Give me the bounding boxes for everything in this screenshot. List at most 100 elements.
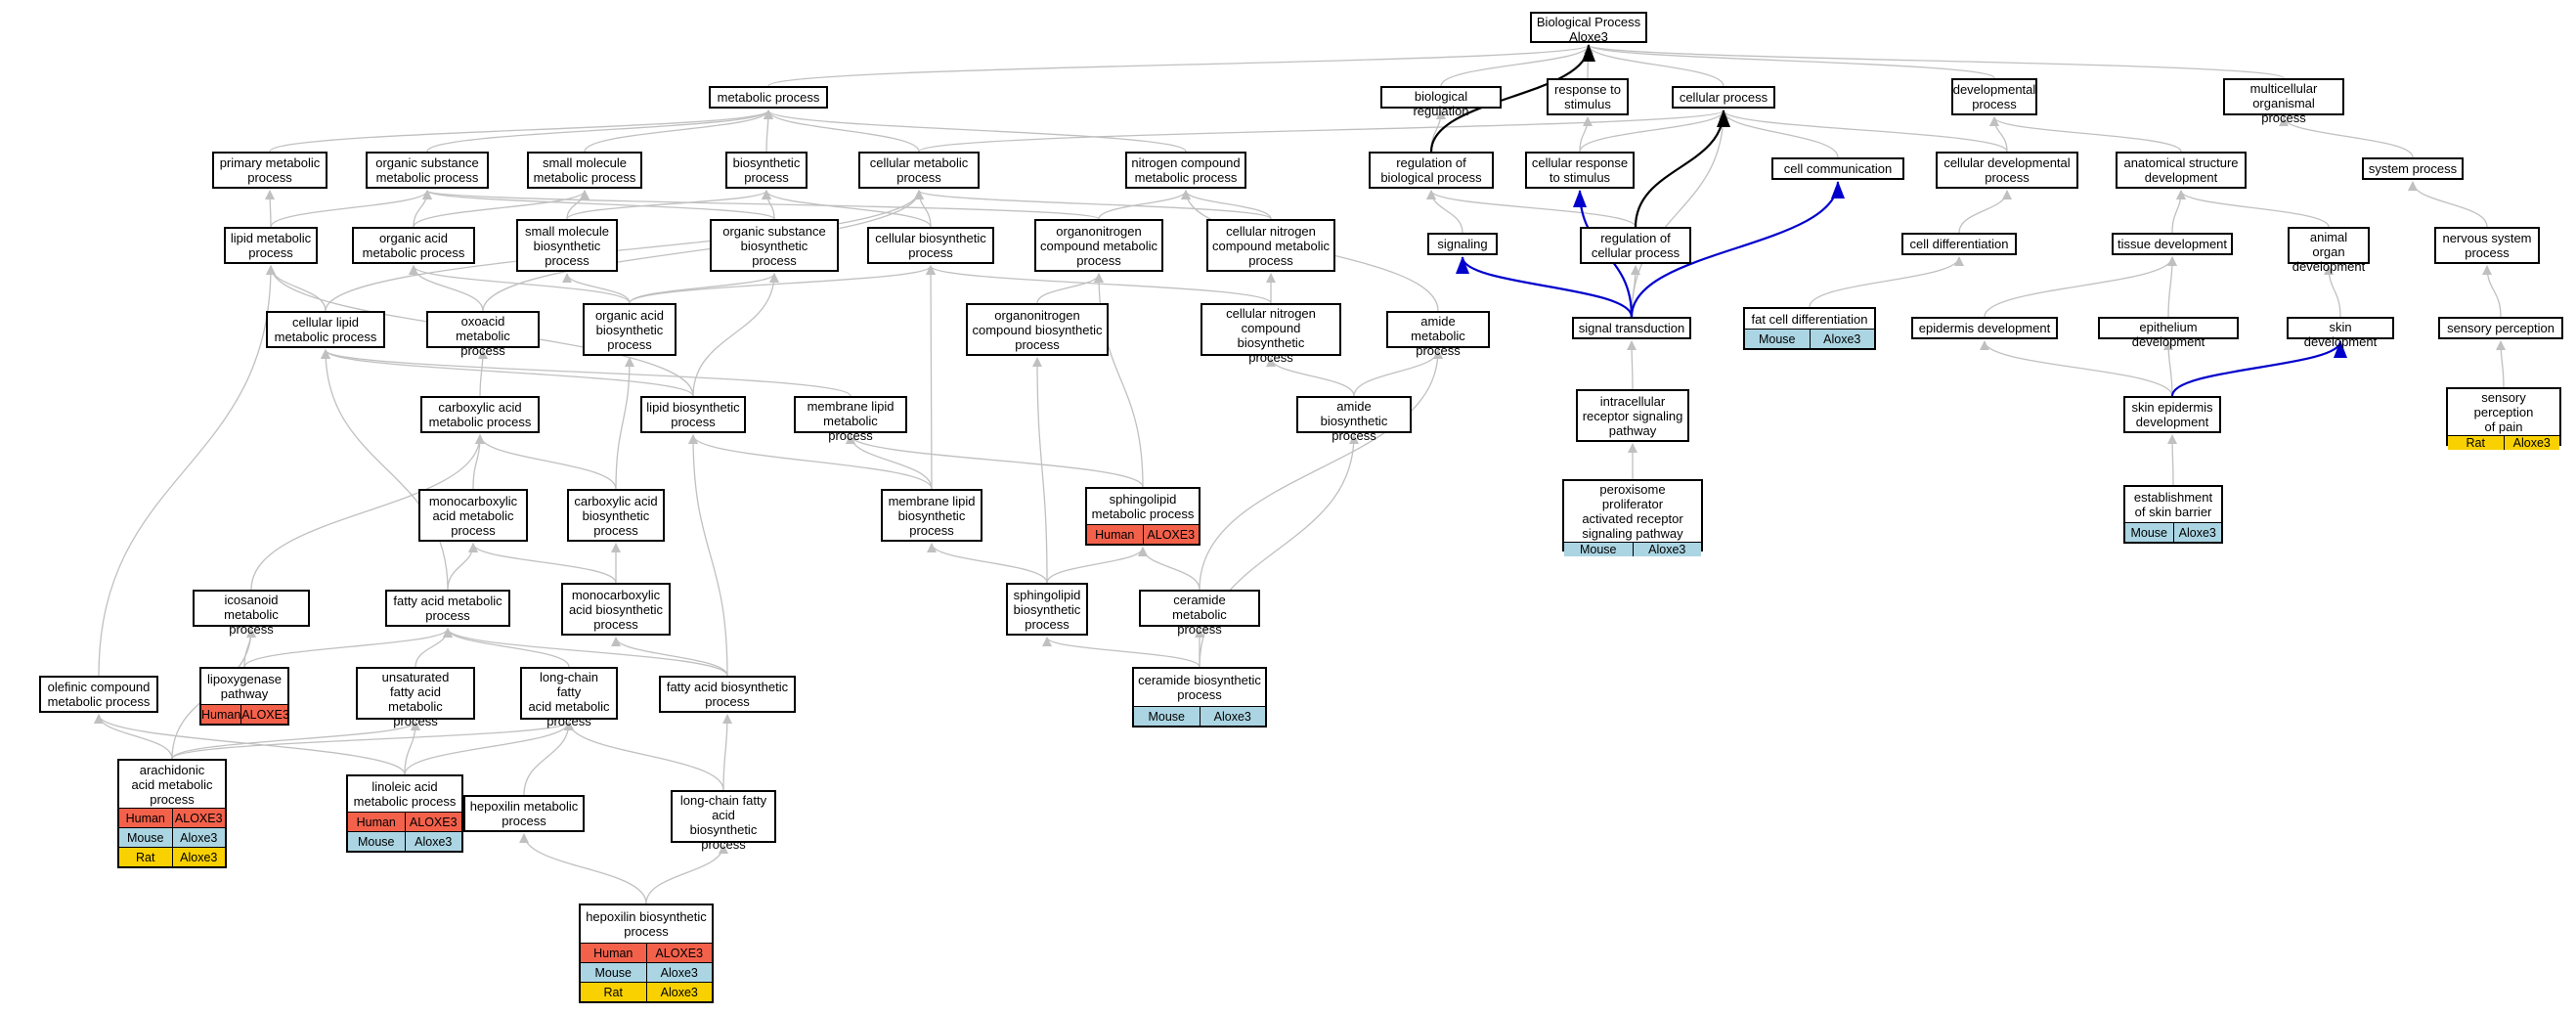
go-term-cp[interactable]: cellular process <box>1672 86 1775 109</box>
go-term-ufmp[interactable]: unsaturated fatty acid metabolic process <box>356 667 475 728</box>
go-term-bp[interactable]: Biological Process Aloxe3 <box>1530 12 1647 44</box>
go-term-bsp[interactable]: biosynthetic process <box>725 152 808 189</box>
go-term-oncbp[interactable]: organonitrogen compound biosynthetic pro… <box>966 303 1109 356</box>
gene-symbol: ALOXE3 <box>171 809 226 827</box>
edge-hxmp-to-lcfmp <box>523 721 574 796</box>
go-term-smbp[interactable]: small molecule biosynthetic process <box>516 219 618 272</box>
go-term-clmp[interactable]: cellular lipid metabolic process <box>266 311 385 348</box>
go-term-label: skin development <box>2303 320 2378 349</box>
go-term-crs[interactable]: cellular response to stimulus <box>1525 152 1635 189</box>
go-term-slbp[interactable]: sphingolipid biosynthetic process <box>1006 583 1088 636</box>
go-term-oamp[interactable]: organic acid metabolic process <box>352 227 475 264</box>
go-term-sed[interactable]: skin epidermis development <box>2123 396 2221 433</box>
go-term-label: fatty acid biosynthetic process <box>666 680 789 709</box>
species-label: Human <box>593 946 633 960</box>
go-term-ncmp[interactable]: nitrogen compound metabolic process <box>1125 152 1246 189</box>
go-term-rbp[interactable]: regulation of biological process <box>1369 152 1494 189</box>
go-term-breg[interactable]: biological regulation <box>1380 86 1502 118</box>
edge-skd-to-aod <box>2324 265 2341 318</box>
go-term-celldiff[interactable]: cell differentiation <box>1901 233 2017 255</box>
go-term-label: establishment of skin barrier <box>2133 490 2213 519</box>
go-term-rcp[interactable]: regulation of cellular process <box>1580 227 1691 264</box>
go-term-amp[interactable]: amide metabolic process <box>1386 311 1490 358</box>
go-term-sysp[interactable]: system process <box>2362 157 2464 180</box>
go-term-famp[interactable]: fatty acid metabolic process <box>385 590 510 627</box>
go-term-label: organonitrogen compound metabolic proces… <box>1040 223 1157 268</box>
go-term-asd[interactable]: anatomical structure development <box>2116 152 2247 189</box>
go-term-label: response to stimulus <box>1554 82 1621 111</box>
go-term-label: nitrogen compound metabolic process <box>1131 155 1241 185</box>
go-term-pmp[interactable]: primary metabolic process <box>212 152 327 189</box>
go-term-cc[interactable]: cell communication <box>1771 157 1904 180</box>
gene-symbol: Aloxe3 <box>1632 543 1702 556</box>
go-term-label: epidermis development <box>1918 321 2051 335</box>
go-term-osbp[interactable]: organic substance biosynthetic process <box>710 219 839 272</box>
go-term-epid[interactable]: epithelium development <box>2098 317 2239 349</box>
go-term-label: sphingolipid biosynthetic process <box>1013 587 1081 632</box>
go-term-ppar[interactable]: peroxisome proliferator activated recept… <box>1562 479 1703 556</box>
go-term-icmp[interactable]: icosanoid metabolic process <box>193 590 310 637</box>
go-term-oncmp[interactable]: organonitrogen compound metabolic proces… <box>1034 219 1163 272</box>
go-term-cermp[interactable]: ceramide metabolic process <box>1139 590 1260 637</box>
go-term-lcfmp[interactable]: long-chain fatty acid metabolic process <box>520 667 618 728</box>
go-term-label: sensory perception <box>2447 321 2554 335</box>
go-term-cncbp[interactable]: cellular nitrogen compound biosynthetic … <box>1201 303 1341 365</box>
go-term-cbp[interactable]: cellular biosynthetic process <box>867 227 994 264</box>
go-term-mlmp[interactable]: membrane lipid metabolic process <box>794 396 907 443</box>
go-term-nsp[interactable]: nervous system process <box>2434 227 2540 264</box>
go-term-irsp[interactable]: intracellular receptor signaling pathway <box>1576 389 1689 442</box>
go-term-oxmp[interactable]: oxoacid metabolic process <box>426 311 540 358</box>
gene-symbol: Aloxe3 <box>171 828 226 847</box>
go-term-mcmp[interactable]: monocarboxylic acid metabolic process <box>418 489 528 542</box>
go-term-abp[interactable]: amide biosynthetic process <box>1296 396 1412 443</box>
go-term-aod[interactable]: animal organ development <box>2288 227 2370 274</box>
go-term-cxbp[interactable]: carboxylic acid biosynthetic process <box>567 489 665 542</box>
edge-aamp-to-lcfmp <box>171 721 574 760</box>
edge-ncmp-to-mp <box>764 110 1187 153</box>
go-term-st[interactable]: signal transduction <box>1572 317 1691 339</box>
go-term-mop[interactable]: multicellular organismal process <box>2223 78 2344 125</box>
go-term-td[interactable]: tissue development <box>2112 233 2233 255</box>
gene-symbol: ALOXE3 <box>404 813 462 831</box>
go-term-lmp[interactable]: lipid metabolic process <box>224 227 318 264</box>
go-term-cmp[interactable]: cellular metabolic process <box>858 152 980 189</box>
edge-osbp-to-osmp <box>422 190 775 220</box>
edge-lmp-to-pmp <box>265 190 276 228</box>
go-term-skd[interactable]: skin development <box>2287 317 2394 349</box>
go-term-mlbp[interactable]: membrane lipid biosynthetic process <box>881 489 982 542</box>
go-term-label: arachidonic acid metabolic process <box>131 762 213 807</box>
go-term-ocmp[interactable]: olefinic compound metabolic process <box>39 676 158 713</box>
go-term-mp[interactable]: metabolic process <box>709 86 828 109</box>
go-term-cxmp[interactable]: carboxylic acid metabolic process <box>420 396 540 433</box>
go-term-cncmp[interactable]: cellular nitrogen compound metabolic pro… <box>1206 219 1335 272</box>
go-term-lbp[interactable]: lipid biosynthetic process <box>640 396 746 433</box>
go-term-hxmp[interactable]: hepoxilin metabolic process <box>463 795 585 832</box>
edge-rcp-to-cp <box>1634 110 1730 228</box>
edge-oncmp-to-osmp <box>422 190 1100 220</box>
go-term-smmp[interactable]: small molecule metabolic process <box>527 152 642 189</box>
go-term-mcbp[interactable]: monocarboxylic acid biosynthetic process <box>561 583 671 636</box>
go-term-fabp[interactable]: fatty acid biosynthetic process <box>659 676 796 713</box>
go-term-sig[interactable]: signaling <box>1427 233 1498 255</box>
go-term-rts[interactable]: response to stimulus <box>1547 78 1629 115</box>
go-term-dp[interactable]: developmental process <box>1951 78 2037 115</box>
go-term-epd[interactable]: epidermis development <box>1911 317 2058 339</box>
go-term-lcfbp[interactable]: long-chain fatty acid biosynthetic proce… <box>671 790 776 852</box>
go-term-label: fatty acid metabolic process <box>393 594 502 623</box>
go-term-oabp[interactable]: organic acid biosynthetic process <box>583 303 677 356</box>
go-term-cdp[interactable]: cellular developmental process <box>1936 152 2078 189</box>
edge-cncbp-to-cbp <box>926 265 1272 304</box>
go-term-osmp[interactable]: organic substance metabolic process <box>366 152 489 189</box>
go-term-spc[interactable]: sensory perception <box>2438 317 2563 339</box>
